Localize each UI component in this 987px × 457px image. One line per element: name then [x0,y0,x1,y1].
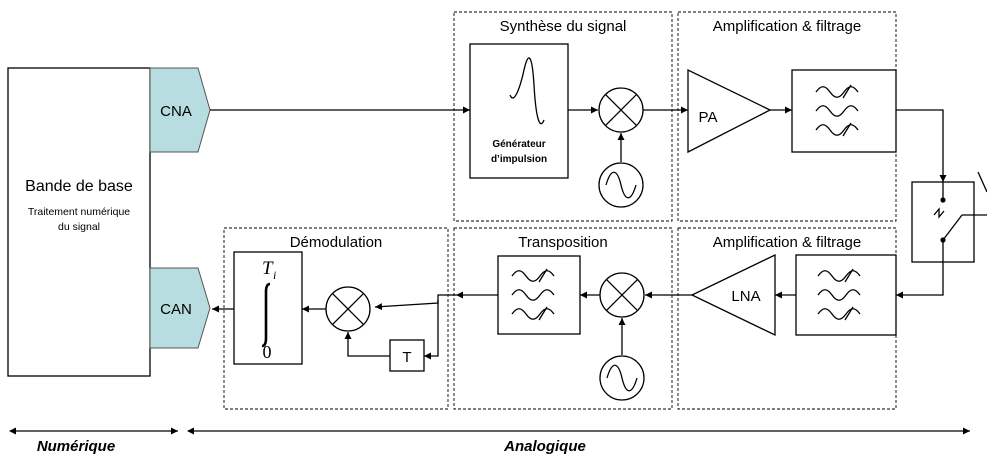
rx-oscillator-icon [599,355,645,401]
section-amp-tx-title: Amplification & filtrage [713,18,861,35]
lna-label: LNA [731,288,760,305]
section-synthesis: Synthèse du signal [453,11,673,222]
to-correlator-mixer-line [374,294,456,311]
section-demodulation: Démodulation [223,227,449,410]
pulse-generator-block: Générateur d’impulsion [469,43,569,179]
analog-domain-label: Analogique [503,438,586,455]
integral-sign-icon [261,282,271,348]
baseband-block: Bande de base Traitement numérique du si… [7,67,151,377]
dac-converter: CNA [149,67,211,153]
adc-converter: CAN [149,267,211,349]
section-synthesis-title: Synthèse du signal [500,18,627,35]
section-amp-rx: Amplification & filtrage [677,227,897,410]
switch-to-rx-filter-line [896,262,944,299]
rx-bandpass-filter-icon [795,254,897,336]
baseband-subtitle-line1: Traitement numérique [28,206,130,218]
delay-block: T [389,339,425,372]
pa-amplifier: PA [687,68,772,154]
integral-upper-limit: T [262,258,274,279]
section-amp-rx-title: Amplification & filtrage [713,234,861,251]
generator-label-line2: d’impulsion [491,154,547,165]
digital-domain-label: Numérique [37,438,115,455]
transposition-filter-icon [497,255,581,335]
filter-to-switch-line [896,109,947,182]
baseband-title: Bande de base [25,178,133,195]
delay-to-mixer-line [344,332,390,357]
delay-label: T [402,349,411,366]
correlator-mixer-icon [325,286,371,332]
to-delay-line [424,300,439,360]
integral-lower-limit: 0 [263,342,272,362]
integral-upper-limit-sub: i [273,268,276,282]
pa-label: PA [699,109,718,126]
section-demodulation-title: Démodulation [290,234,383,251]
integrator-block: T i 0 [233,251,303,365]
tx-mixer-icon [598,87,644,133]
tr-switch-block [911,171,987,263]
tx-bandpass-filter-icon [791,69,897,153]
lna-amplifier: LNA [690,253,776,337]
tx-oscillator-icon [598,162,644,208]
generator-label-line1: Générateur [492,139,545,150]
baseband-subtitle-line2: du signal [58,221,100,233]
dac-label: CNA [160,103,192,120]
adc-label: CAN [160,301,192,318]
rx-mixer-icon [599,272,645,318]
pulse-waveform-icon [509,57,545,125]
section-transposition-title: Transposition [518,234,608,251]
section-transposition: Transposition [453,227,673,410]
